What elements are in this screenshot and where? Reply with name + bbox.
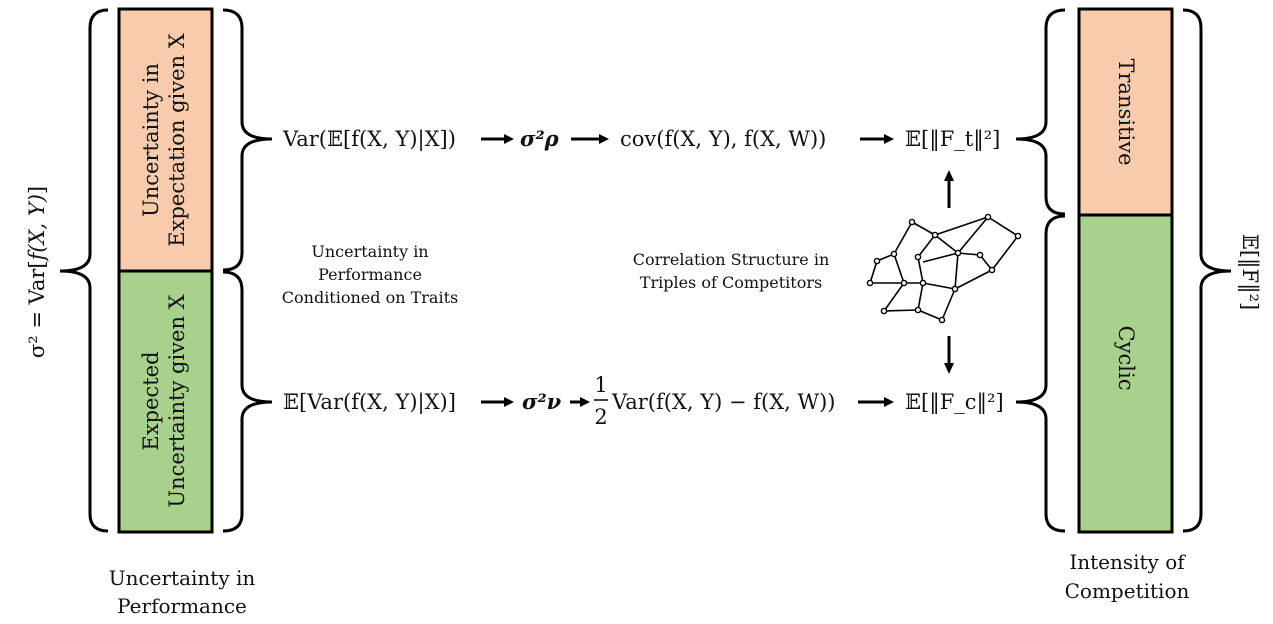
left-bar-bottom-line1: Expected <box>139 351 163 450</box>
right-axis-label: 𝔼[‖F‖²] <box>1237 234 1262 310</box>
left-bar-top-segment <box>117 7 214 273</box>
note-right-line2: Triples of Competitors <box>640 273 822 292</box>
right-axis-text: 𝔼[‖F‖²] <box>1237 234 1262 310</box>
arrow-top-2-head <box>599 134 609 144</box>
left-bar-bottom-label: Expected Uncertainty given X <box>139 294 189 507</box>
right-bottom-brace <box>1015 214 1066 533</box>
sigma-nu: σ²ν <box>522 389 562 414</box>
arrow-bottom-1-head <box>504 397 514 407</box>
arrow-bottom-3-head <box>884 397 894 407</box>
half-numerator: 1 <box>594 373 607 397</box>
arrow-up-head <box>944 170 954 181</box>
right-caption-line1: Intensity of <box>1069 550 1186 574</box>
right-bar-bottom-label: Cyclic <box>1114 326 1138 391</box>
var-expectation-formula: Var(𝔼[f(X, Y)|X]) <box>282 127 456 152</box>
left-caption-line2: Performance <box>117 594 247 618</box>
left-outer-brace <box>59 8 109 533</box>
sigma-rho: σ²ρ <box>520 126 560 151</box>
note-left-line2: Performance <box>318 265 422 284</box>
left-top-brace <box>222 8 273 272</box>
cyclic-norm: 𝔼[‖F_c‖²] <box>905 390 1004 415</box>
left-bar-bottom-line2: Uncertainty given X <box>165 294 189 507</box>
right-caption-line2: Competition <box>1065 579 1190 603</box>
note-left-line3: Conditioned on Traits <box>282 288 458 307</box>
right-bar-top-text: Transitive <box>1114 58 1138 165</box>
transitive-norm: 𝔼[‖F_t‖²] <box>905 127 1000 152</box>
arrow-down-head <box>944 363 954 374</box>
one-half-fraction: 1 2 <box>594 373 608 429</box>
right-bar-bottom-text: Cyclic <box>1114 326 1138 391</box>
arrow-top-1-head <box>504 134 514 144</box>
right-bar-top-segment <box>1077 7 1174 217</box>
left-bar-top-label: Uncertainty in Expectation given X <box>139 33 189 246</box>
left-caption-line1: Uncertainty in <box>109 566 256 590</box>
left-axis-fx: f(X, Y) <box>25 194 49 262</box>
left-axis-suffix: ] <box>25 186 49 194</box>
left-axis-prefix: σ² = Var[ <box>25 260 49 358</box>
left-bottom-brace <box>222 270 273 533</box>
note-left-line1: Uncertainty in <box>311 242 428 261</box>
note-right-line1: Correlation Structure in <box>633 250 830 269</box>
arrow-bottom-2-head <box>580 397 590 407</box>
left-bar-top-line2: Expectation given X <box>165 33 189 246</box>
left-bar-bottom-segment <box>117 269 214 534</box>
right-outer-brace <box>1182 8 1232 533</box>
left-axis-label: σ² = Var[f(X, Y)] <box>25 186 49 358</box>
cov-formula: cov(f(X, Y), f(X, W)) <box>620 127 826 151</box>
right-bar-bottom-segment <box>1077 213 1174 534</box>
expected-var-formula: 𝔼[Var(f(X, Y)|X)] <box>283 390 456 415</box>
graph-network-icon <box>866 213 1022 324</box>
var-difference-formula: Var(f(X, Y) − f(X, W)) <box>611 390 836 414</box>
left-bar-top-line1: Uncertainty in <box>139 63 163 217</box>
right-bar-top-label: Transitive <box>1114 58 1138 165</box>
arrow-top-3-head <box>884 134 894 144</box>
half-denominator: 2 <box>594 405 607 429</box>
right-top-brace <box>1015 8 1066 216</box>
svg-text:σ² = Var[f(X, Y)]: σ² = Var[f(X, Y)] <box>25 186 49 358</box>
